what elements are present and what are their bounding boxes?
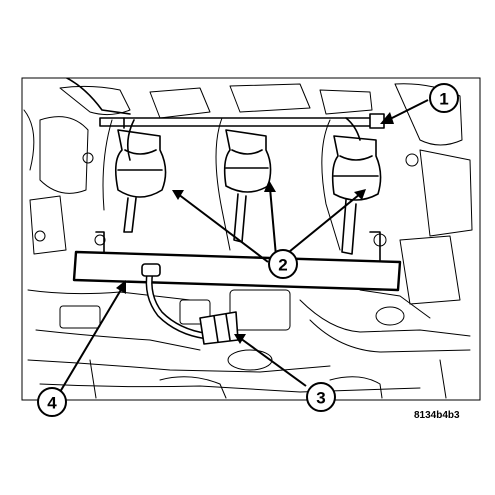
callout-3: 3 (306, 382, 336, 412)
callout-2: 2 (268, 249, 298, 279)
ignition-coil-left (102, 117, 167, 233)
figure-code: 8134b4b3 (414, 410, 460, 421)
callout-1: 1 (429, 83, 459, 113)
callout-4: 4 (37, 387, 67, 417)
engine-background-art (23, 78, 473, 399)
ignition-coil-center (215, 117, 272, 251)
callout-3-label: 3 (316, 389, 325, 408)
callout-1-label: 1 (439, 90, 448, 109)
leader-lines (59, 99, 429, 393)
fuel-supply-tube (141, 263, 239, 345)
ignition-coil-right (321, 117, 382, 255)
callout-4-label: 4 (47, 394, 57, 413)
illustration-frame (21, 77, 481, 401)
callout-2-label: 2 (278, 256, 287, 275)
coil-rail (99, 113, 385, 129)
